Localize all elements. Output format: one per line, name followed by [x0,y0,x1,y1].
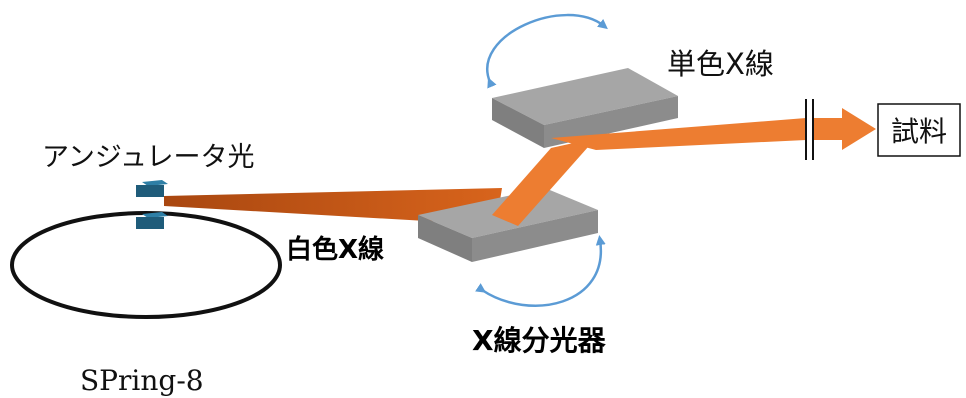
reflected-beam [492,138,596,226]
mono-xray-beam [551,118,806,150]
sample-box [877,103,961,157]
sample-label: 試料 [891,115,947,148]
white-xray-beam [164,188,502,225]
mono-beam-continuation [814,108,876,150]
undulator-icon [136,180,168,229]
rotation-arrow-lower-icon [475,235,606,307]
undulator-label: アンジュレータ光 [42,142,255,173]
white-xray-label: 白色X線 [286,234,384,265]
rotation-arrow-upper-icon [486,13,608,89]
monochromator-label: X線分光器 [472,324,607,357]
facility-label: SPring-8 [80,364,204,397]
mono-xray-label: 単色X線 [667,47,774,81]
storage-ring [10,211,282,319]
upper-crystal [492,68,678,148]
